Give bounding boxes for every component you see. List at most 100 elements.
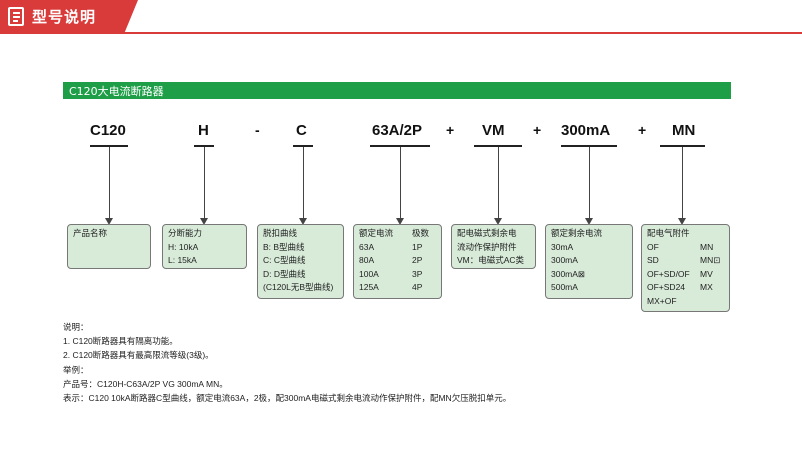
current-value: 63A [359, 241, 375, 252]
pole-value: 3P [412, 268, 423, 279]
box-line: 500mA [551, 282, 578, 293]
current-value: 80A [359, 255, 375, 266]
section-bar: C120大电流断路器 [63, 82, 731, 99]
box-trip-curve: 脱扣曲线 B: B型曲线 C: C型曲线 D: D型曲线 (C120L无B型曲线… [257, 224, 344, 299]
header-title: 型号说明 [32, 8, 97, 26]
arrow-down-icon [585, 218, 593, 225]
box-row: OF MN [647, 241, 724, 255]
note-line: 产品号：C120H-C63A/2P VG 300mA MN。 [63, 378, 228, 389]
box-title: 产品名称 [73, 228, 108, 238]
box-line: H: 10kA [168, 241, 199, 252]
box-line: 配电磁式剩余电 [457, 228, 517, 238]
box-line: C: C型曲线 [263, 255, 306, 266]
note-line: 说明： [63, 322, 89, 332]
pole-value: 2P [412, 255, 423, 266]
code-plus: + [638, 122, 647, 138]
accessory-code: OF+SD/OF [647, 268, 690, 279]
accessory-code: MN⊡ [700, 255, 721, 266]
accessory-code: SD [647, 255, 659, 266]
box-row: MX+OF [647, 295, 724, 309]
box-title: 分断能力 [168, 228, 203, 238]
code-breaking: H [198, 122, 209, 139]
box-row: OF+SD24 MX [647, 281, 724, 295]
underline [370, 145, 430, 147]
code-rcd: VM [482, 122, 505, 139]
underline [660, 145, 705, 147]
note-line: 举例： [63, 364, 89, 375]
box-line: 300mA [551, 255, 578, 266]
box-line: B: B型曲线 [263, 241, 305, 252]
arrow-down-icon [299, 218, 307, 225]
arrow-down-icon [494, 218, 502, 225]
box-rcd-accessory: 配电磁式剩余电 流动作保护附件 VM：电磁式AC类 [451, 224, 536, 269]
connector-line [303, 147, 304, 220]
box-breaking-capacity: 分断能力 H: 10kA L: 15kA [162, 224, 247, 269]
box-product-name: 产品名称 [67, 224, 151, 269]
box-line: L: 15kA [168, 255, 197, 266]
box-line: (C120L无B型曲线) [263, 282, 334, 293]
box-row: OF+SD/OF MV [647, 268, 724, 282]
accessory-code: MX+OF [647, 295, 677, 306]
arrow-down-icon [200, 218, 208, 225]
code-accessory: MN [672, 122, 696, 139]
box-line: 流动作保护附件 [457, 241, 517, 252]
notes-block: 说明： 1. C120断路器具有隔离功能。 2. C120断路器具有最高限流等级… [63, 320, 511, 405]
box-residual-current: 额定剩余电流 30mA 300mA 300mA⊠ 500mA [545, 224, 633, 299]
underline [293, 145, 313, 147]
box-line: 300mA⊠ [551, 268, 586, 279]
current-value: 125A [359, 282, 379, 293]
underline [561, 145, 617, 147]
underline [474, 145, 522, 147]
underline [90, 145, 128, 147]
note-line: 2. C120断路器具有最高限流等级(3级)。 [63, 350, 214, 361]
connector-line [589, 147, 590, 220]
box-line: 30mA [551, 241, 574, 252]
header-label-bg [0, 0, 124, 34]
current-value: 100A [359, 268, 379, 279]
box-title: 额定剩余电流 [551, 228, 603, 238]
accessory-code: MV [700, 268, 713, 279]
header-underline [0, 32, 802, 34]
box-row: 63A 1P [359, 241, 436, 255]
note-line: 表示：C120 10kA断路器C型曲线，额定电流63A，2极，配300mA电磁式… [63, 393, 512, 404]
accessory-code: MX [700, 282, 713, 293]
arrow-down-icon [396, 218, 404, 225]
note-line: 1. C120断路器具有隔离功能。 [63, 336, 178, 347]
pole-value: 4P [412, 282, 423, 293]
accessory-code [700, 295, 724, 309]
connector-line [204, 147, 205, 220]
box-row: 100A 3P [359, 268, 436, 282]
header-bar: 型号说明 [0, 0, 802, 34]
code-plus: + [446, 122, 455, 138]
box-header-row: 额定电流 极数 [359, 227, 436, 241]
header-label-tip [124, 0, 138, 34]
arrow-down-icon [105, 218, 113, 225]
box-line: VM：电磁式AC类 [457, 255, 525, 266]
box-row: SD MN⊡ [647, 254, 724, 268]
accessory-code: OF [647, 241, 659, 252]
box-electrical-accessory: 配电气附件 OF MN SD MN⊡ OF+SD/OF MV OF+SD24 M… [641, 224, 730, 312]
pole-value: 1P [412, 241, 423, 252]
box-title: 极数 [412, 228, 430, 238]
arrow-down-icon [678, 218, 686, 225]
document-icon [8, 7, 24, 26]
code-curve: C [296, 122, 307, 139]
code-series: C120 [90, 122, 126, 139]
code-current: 63A/2P [372, 122, 423, 139]
connector-line [400, 147, 401, 220]
code-dash: - [255, 122, 260, 138]
accessory-code: OF+SD24 [647, 282, 686, 293]
box-title: 配电气附件 [647, 228, 690, 238]
accessory-code: MN [700, 241, 714, 252]
box-title: 额定电流 [359, 228, 394, 238]
code-residual: 300mA [561, 122, 611, 139]
underline [194, 145, 214, 147]
box-title: 脱扣曲线 [263, 228, 298, 238]
box-line: D: D型曲线 [263, 268, 306, 279]
connector-line [498, 147, 499, 220]
connector-line [682, 147, 683, 220]
box-rated-current: 额定电流 极数 63A 1P 80A 2P 100A 3P 125A 4P [353, 224, 442, 299]
box-row: 125A 4P [359, 281, 436, 295]
code-plus: + [533, 122, 542, 138]
connector-line [109, 147, 110, 220]
